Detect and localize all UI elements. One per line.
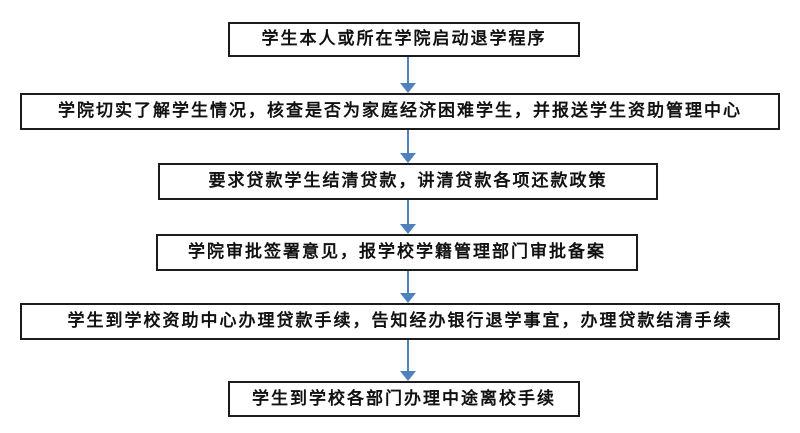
flow-step-3-label: 要求贷款学生结清贷款，讲清贷款各项还款政策 [208,171,608,192]
flow-step-5: 学生到学校资助中心办理贷款手续，告知经办银行退学事宜，办理贷款结清手续 [20,303,780,340]
flow-step-4-label: 学院审批签署意见，报学校学籍管理部门审批备案 [188,242,606,263]
flow-step-6-label: 学生到学校各部门办理中途离校手续 [252,388,556,409]
flow-step-2-label: 学院切实了解学生情况，核查是否为家庭经济困难学生，并报送学生资助管理中心 [58,101,742,122]
flow-step-1-label: 学生本人或所在学院启动退学程序 [261,29,547,50]
flow-step-3: 要求贷款学生结清贷款，讲清贷款各项还款政策 [158,163,658,200]
arrow-down-icon [400,293,416,303]
arrow-stem [407,57,409,83]
arrow-stem [407,200,409,224]
flow-step-1: 学生本人或所在学院启动退学程序 [228,22,580,57]
flow-arrow-2-to-3 [399,130,417,163]
arrow-down-icon [400,83,416,93]
flow-step-2: 学院切实了解学生情况，核查是否为家庭经济困难学生，并报送学生资助管理中心 [20,93,780,130]
flow-arrow-5-to-6 [399,340,417,381]
flow-arrow-4-to-5 [399,271,417,303]
flow-step-4: 学院审批签署意见，报学校学籍管理部门审批备案 [156,234,638,271]
arrow-down-icon [400,224,416,234]
flow-step-6: 学生到学校各部门办理中途离校手续 [228,381,580,417]
arrow-down-icon [400,371,416,381]
flow-step-5-label: 学生到学校资助中心办理贷款手续，告知经办银行退学事宜，办理贷款结清手续 [67,311,733,332]
flow-arrow-3-to-4 [399,200,417,234]
arrow-stem [407,271,409,293]
flow-arrow-1-to-2 [399,57,417,93]
arrow-stem [407,130,409,153]
arrow-down-icon [400,153,416,163]
arrow-stem [407,340,409,371]
